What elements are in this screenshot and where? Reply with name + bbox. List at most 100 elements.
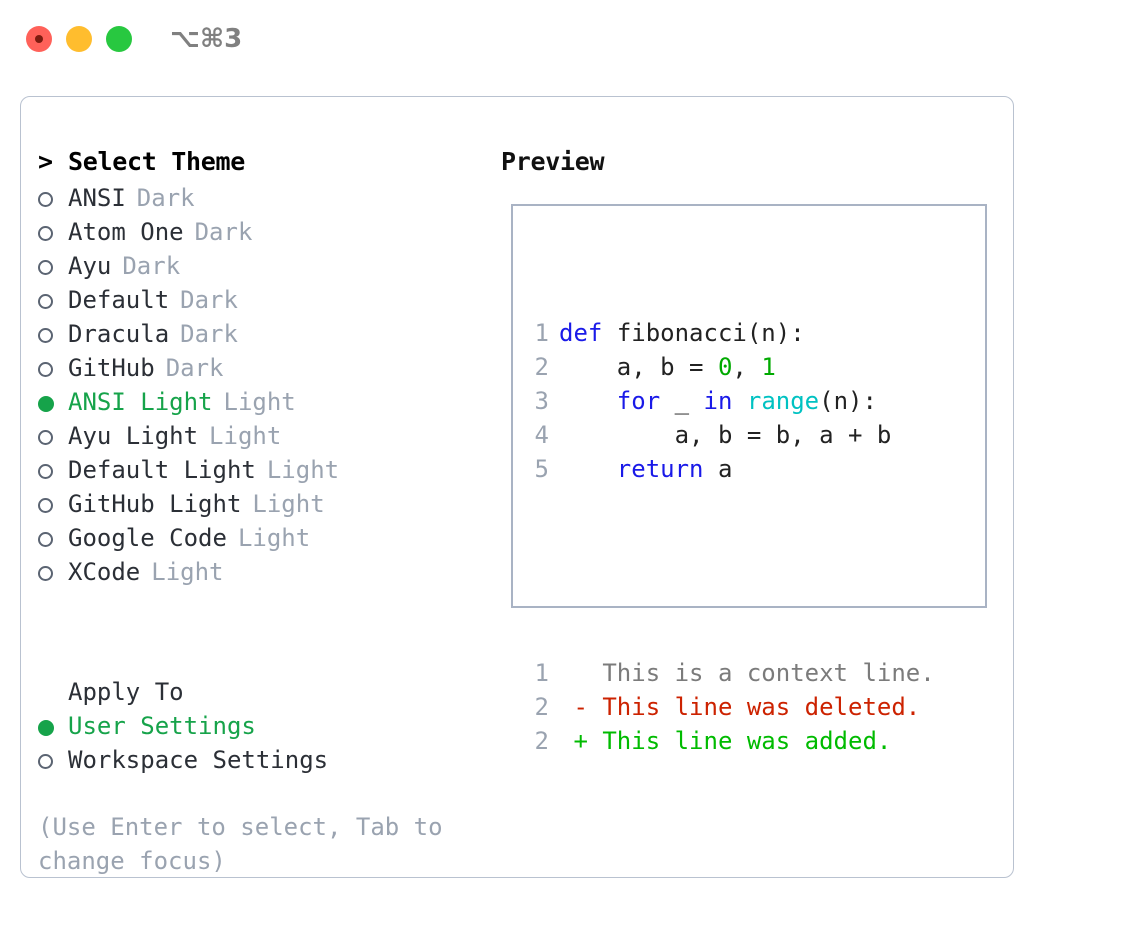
radio-unselected-icon[interactable] xyxy=(38,249,68,283)
theme-option-kind: Light xyxy=(266,456,340,484)
line-number: 2 xyxy=(534,693,549,721)
code-token xyxy=(732,387,746,415)
radio-dot xyxy=(38,532,53,547)
diff-sign: - xyxy=(559,693,603,721)
radio-unselected-icon[interactable] xyxy=(38,521,68,555)
window-titlebar: ⌥⌘3 xyxy=(0,0,1140,78)
radio-dot xyxy=(38,430,53,445)
theme-option-default[interactable]: Default Dark xyxy=(38,283,488,317)
keyboard-shortcut-label: ⌥⌘3 xyxy=(170,24,243,54)
theme-option-dracula[interactable]: Dracula Dark xyxy=(38,317,488,351)
diff-line-add: 2 + This line was added. xyxy=(525,724,935,758)
radio-dot xyxy=(38,396,54,412)
apply-to-option-label: Workspace Settings xyxy=(68,746,329,774)
code-token: a, b = b, a + b xyxy=(559,421,892,449)
theme-option-github[interactable]: GitHub Dark xyxy=(38,351,488,385)
preview-title: Preview xyxy=(501,147,605,176)
theme-option-kind: Light xyxy=(237,524,311,552)
code-line: 5 return a xyxy=(525,452,935,486)
code-token xyxy=(559,387,617,415)
radio-unselected-icon[interactable] xyxy=(38,743,68,777)
radio-unselected-icon[interactable] xyxy=(38,215,68,249)
code-token: in xyxy=(703,387,733,415)
radio-dot xyxy=(38,362,53,377)
radio-unselected-icon[interactable] xyxy=(38,317,68,351)
line-number: 4 xyxy=(534,421,549,449)
code-token: def xyxy=(559,319,603,347)
radio-dot xyxy=(38,464,53,479)
theme-option-name: Ayu xyxy=(68,252,112,280)
maximize-button[interactable] xyxy=(106,26,132,52)
radio-unselected-icon[interactable] xyxy=(38,283,68,317)
code-token: a xyxy=(703,455,733,483)
keyboard-hint-line-1: (Use Enter to select, Tab to xyxy=(38,813,443,841)
radio-dot xyxy=(38,294,53,309)
line-number: 1 xyxy=(534,319,549,347)
code-token: 0 xyxy=(717,353,733,381)
theme-option-name: Dracula xyxy=(68,320,170,348)
code-line: 1 def fibonacci(n): xyxy=(525,316,935,350)
radio-unselected-icon[interactable] xyxy=(38,181,68,215)
code-token xyxy=(602,319,616,347)
keyboard-hint: (Use Enter to select, Tab to change focu… xyxy=(38,810,448,878)
theme-option-name: Default xyxy=(68,286,170,314)
radio-unselected-icon[interactable] xyxy=(38,555,68,589)
theme-option-name: XCode xyxy=(68,558,141,586)
radio-selected-icon[interactable] xyxy=(38,709,68,743)
theme-option-kind: Dark xyxy=(194,218,253,246)
theme-option-name: GitHub Light xyxy=(68,490,242,518)
theme-option-name: Google Code xyxy=(68,524,227,552)
radio-dot xyxy=(38,754,53,769)
apply-to-option-label: User Settings xyxy=(68,712,256,740)
diff-sign: + xyxy=(559,727,603,755)
code-line: 2 a, b = 0, 1 xyxy=(525,350,935,384)
theme-option-name: ANSI Light xyxy=(68,388,213,416)
radio-unselected-icon[interactable] xyxy=(38,351,68,385)
radio-unselected-icon[interactable] xyxy=(38,487,68,521)
radio-unselected-icon[interactable] xyxy=(38,419,68,453)
theme-list-header: > Select Theme xyxy=(38,147,488,181)
radio-unselected-icon[interactable] xyxy=(38,453,68,487)
code-token: 1 xyxy=(761,353,776,381)
radio-selected-icon[interactable] xyxy=(38,385,68,419)
theme-option-kind: Dark xyxy=(165,354,224,382)
keyboard-hint-line-2: change focus) xyxy=(38,847,226,875)
theme-option-kind: Light xyxy=(223,388,296,416)
radio-dot xyxy=(38,498,53,513)
line-number: 2 xyxy=(534,353,549,381)
diff-line-del: 2 - This line was deleted. xyxy=(525,690,935,724)
apply-to-title: Apply To xyxy=(68,678,184,706)
diff-text: This line was added. xyxy=(602,727,892,755)
theme-option-kind: Dark xyxy=(180,320,238,348)
theme-option-name: GitHub xyxy=(68,354,155,382)
code-token: fibonacci(n): xyxy=(616,319,805,347)
theme-option-ansi-light[interactable]: ANSI Light Light xyxy=(38,385,488,419)
close-button[interactable] xyxy=(26,26,52,52)
theme-option-name: Ayu Light xyxy=(68,422,199,450)
minimize-button[interactable] xyxy=(66,26,92,52)
line-number: 1 xyxy=(534,659,549,687)
diff-sign xyxy=(559,659,602,687)
apply-to-option-workspace-settings[interactable]: Workspace Settings xyxy=(38,743,488,777)
line-number: 2 xyxy=(534,727,549,755)
code-token: , xyxy=(732,353,762,381)
theme-option-google-code[interactable]: Google Code Light xyxy=(38,521,488,555)
diff-sample-block: 1 This is a context line.2 - This line w… xyxy=(525,656,935,758)
theme-option-name: Default Light xyxy=(68,456,256,484)
code-token: (n): xyxy=(819,387,877,415)
page-title: Select Theme xyxy=(68,147,246,176)
theme-option-kind: Dark xyxy=(180,286,238,314)
apply-to-option-user-settings[interactable]: User Settings xyxy=(38,709,488,743)
theme-option-default-light[interactable]: Default Light Light xyxy=(38,453,488,487)
